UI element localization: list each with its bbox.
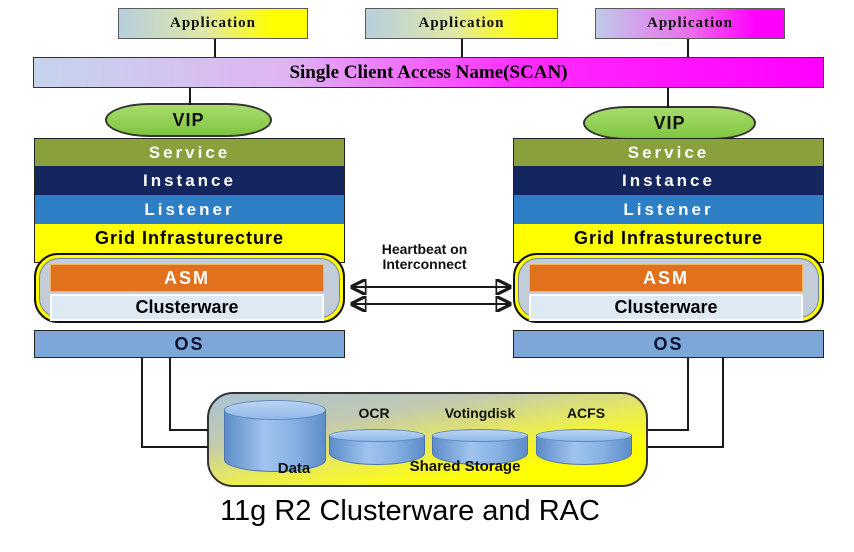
os-box-right: OS xyxy=(513,330,824,358)
ocr-label: OCR xyxy=(358,405,390,421)
data-label: Data xyxy=(277,460,311,477)
os-label: OS xyxy=(653,333,684,354)
votingdisk-cylinder xyxy=(432,429,528,465)
instance-label: Instance xyxy=(143,170,236,190)
shared-storage-label: Shared Storage xyxy=(409,458,521,475)
os-box-left: OS xyxy=(34,330,345,358)
application-label: Application xyxy=(418,15,505,31)
connector-osleft-storage-lower xyxy=(141,358,208,448)
acfs-label: ACFS xyxy=(566,405,606,421)
clusterware-box: Clusterware xyxy=(529,294,803,321)
vip-label: VIP xyxy=(172,109,205,130)
heartbeat-line1: Heartbeat on xyxy=(381,241,468,257)
cylinder-top xyxy=(432,429,528,442)
asm-box: ASM xyxy=(529,264,803,292)
service-label: Service xyxy=(627,142,710,162)
votingdisk-label: Votingdisk xyxy=(444,405,516,421)
cylinder-top xyxy=(224,400,326,420)
cylinder-top xyxy=(329,429,425,442)
application-label: Application xyxy=(646,15,733,31)
grid-infrastructure-label: Grid Infrasturecture xyxy=(94,228,285,248)
instance-layer: Instance xyxy=(514,166,823,195)
service-layer: Service xyxy=(514,139,823,166)
shared-storage-box: OCR Votingdisk ACFS Data Shared Storage xyxy=(207,392,648,487)
connector-osright-storage-upper xyxy=(648,358,689,431)
cluster-container-left: ASM Clusterware xyxy=(34,253,345,323)
heartbeat-label: Heartbeat on Interconnect xyxy=(352,242,497,272)
cylinder-top xyxy=(536,429,632,442)
heartbeat-line2: Interconnect xyxy=(382,256,467,272)
application-box-2: Application xyxy=(365,8,558,39)
listener-layer: Listener xyxy=(514,195,823,224)
clusterware-label: Clusterware xyxy=(135,297,239,317)
grid-infrastructure-label: Grid Infrasturecture xyxy=(573,228,764,248)
instance-label: Instance xyxy=(622,170,715,190)
node-stack-right: Service Instance Listener Grid Infrastur… xyxy=(513,138,824,358)
node-stack-left: Service Instance Listener Grid Infrastur… xyxy=(34,138,345,358)
connector-osright-storage-lower xyxy=(648,358,724,448)
diagram-caption: 11g R2 Clusterware and RAC xyxy=(220,495,600,527)
ocr-disk-cylinder xyxy=(329,429,425,465)
scan-bar: Single Client Access Name(SCAN) xyxy=(33,57,824,88)
service-label: Service xyxy=(148,142,231,162)
listener-layer: Listener xyxy=(35,195,344,224)
asm-label: ASM xyxy=(643,267,689,288)
data-disk-cylinder xyxy=(224,400,326,472)
cluster-container-right: ASM Clusterware xyxy=(513,253,824,323)
connector-osleft-storage-upper xyxy=(169,358,208,431)
cylinder-body xyxy=(224,410,326,472)
instance-layer: Instance xyxy=(35,166,344,195)
scan-label: Single Client Access Name(SCAN) xyxy=(289,61,568,83)
application-label: Application xyxy=(169,15,256,31)
application-box-1: Application xyxy=(118,8,308,39)
asm-box: ASM xyxy=(50,264,324,292)
vip-right: VIP xyxy=(583,106,756,140)
node-left-layers: Service Instance Listener Grid Infrastur… xyxy=(34,138,345,263)
node-right-layers: Service Instance Listener Grid Infrastur… xyxy=(513,138,824,263)
service-layer: Service xyxy=(35,139,344,166)
os-label: OS xyxy=(174,333,205,354)
asm-label: ASM xyxy=(164,267,210,288)
vip-label: VIP xyxy=(653,112,686,133)
acfs-disk-cylinder xyxy=(536,429,632,465)
listener-label: Listener xyxy=(144,199,235,219)
application-box-3: Application xyxy=(595,8,785,39)
vip-left: VIP xyxy=(105,103,272,137)
clusterware-label: Clusterware xyxy=(614,297,718,317)
clusterware-box: Clusterware xyxy=(50,294,324,321)
listener-label: Listener xyxy=(623,199,714,219)
